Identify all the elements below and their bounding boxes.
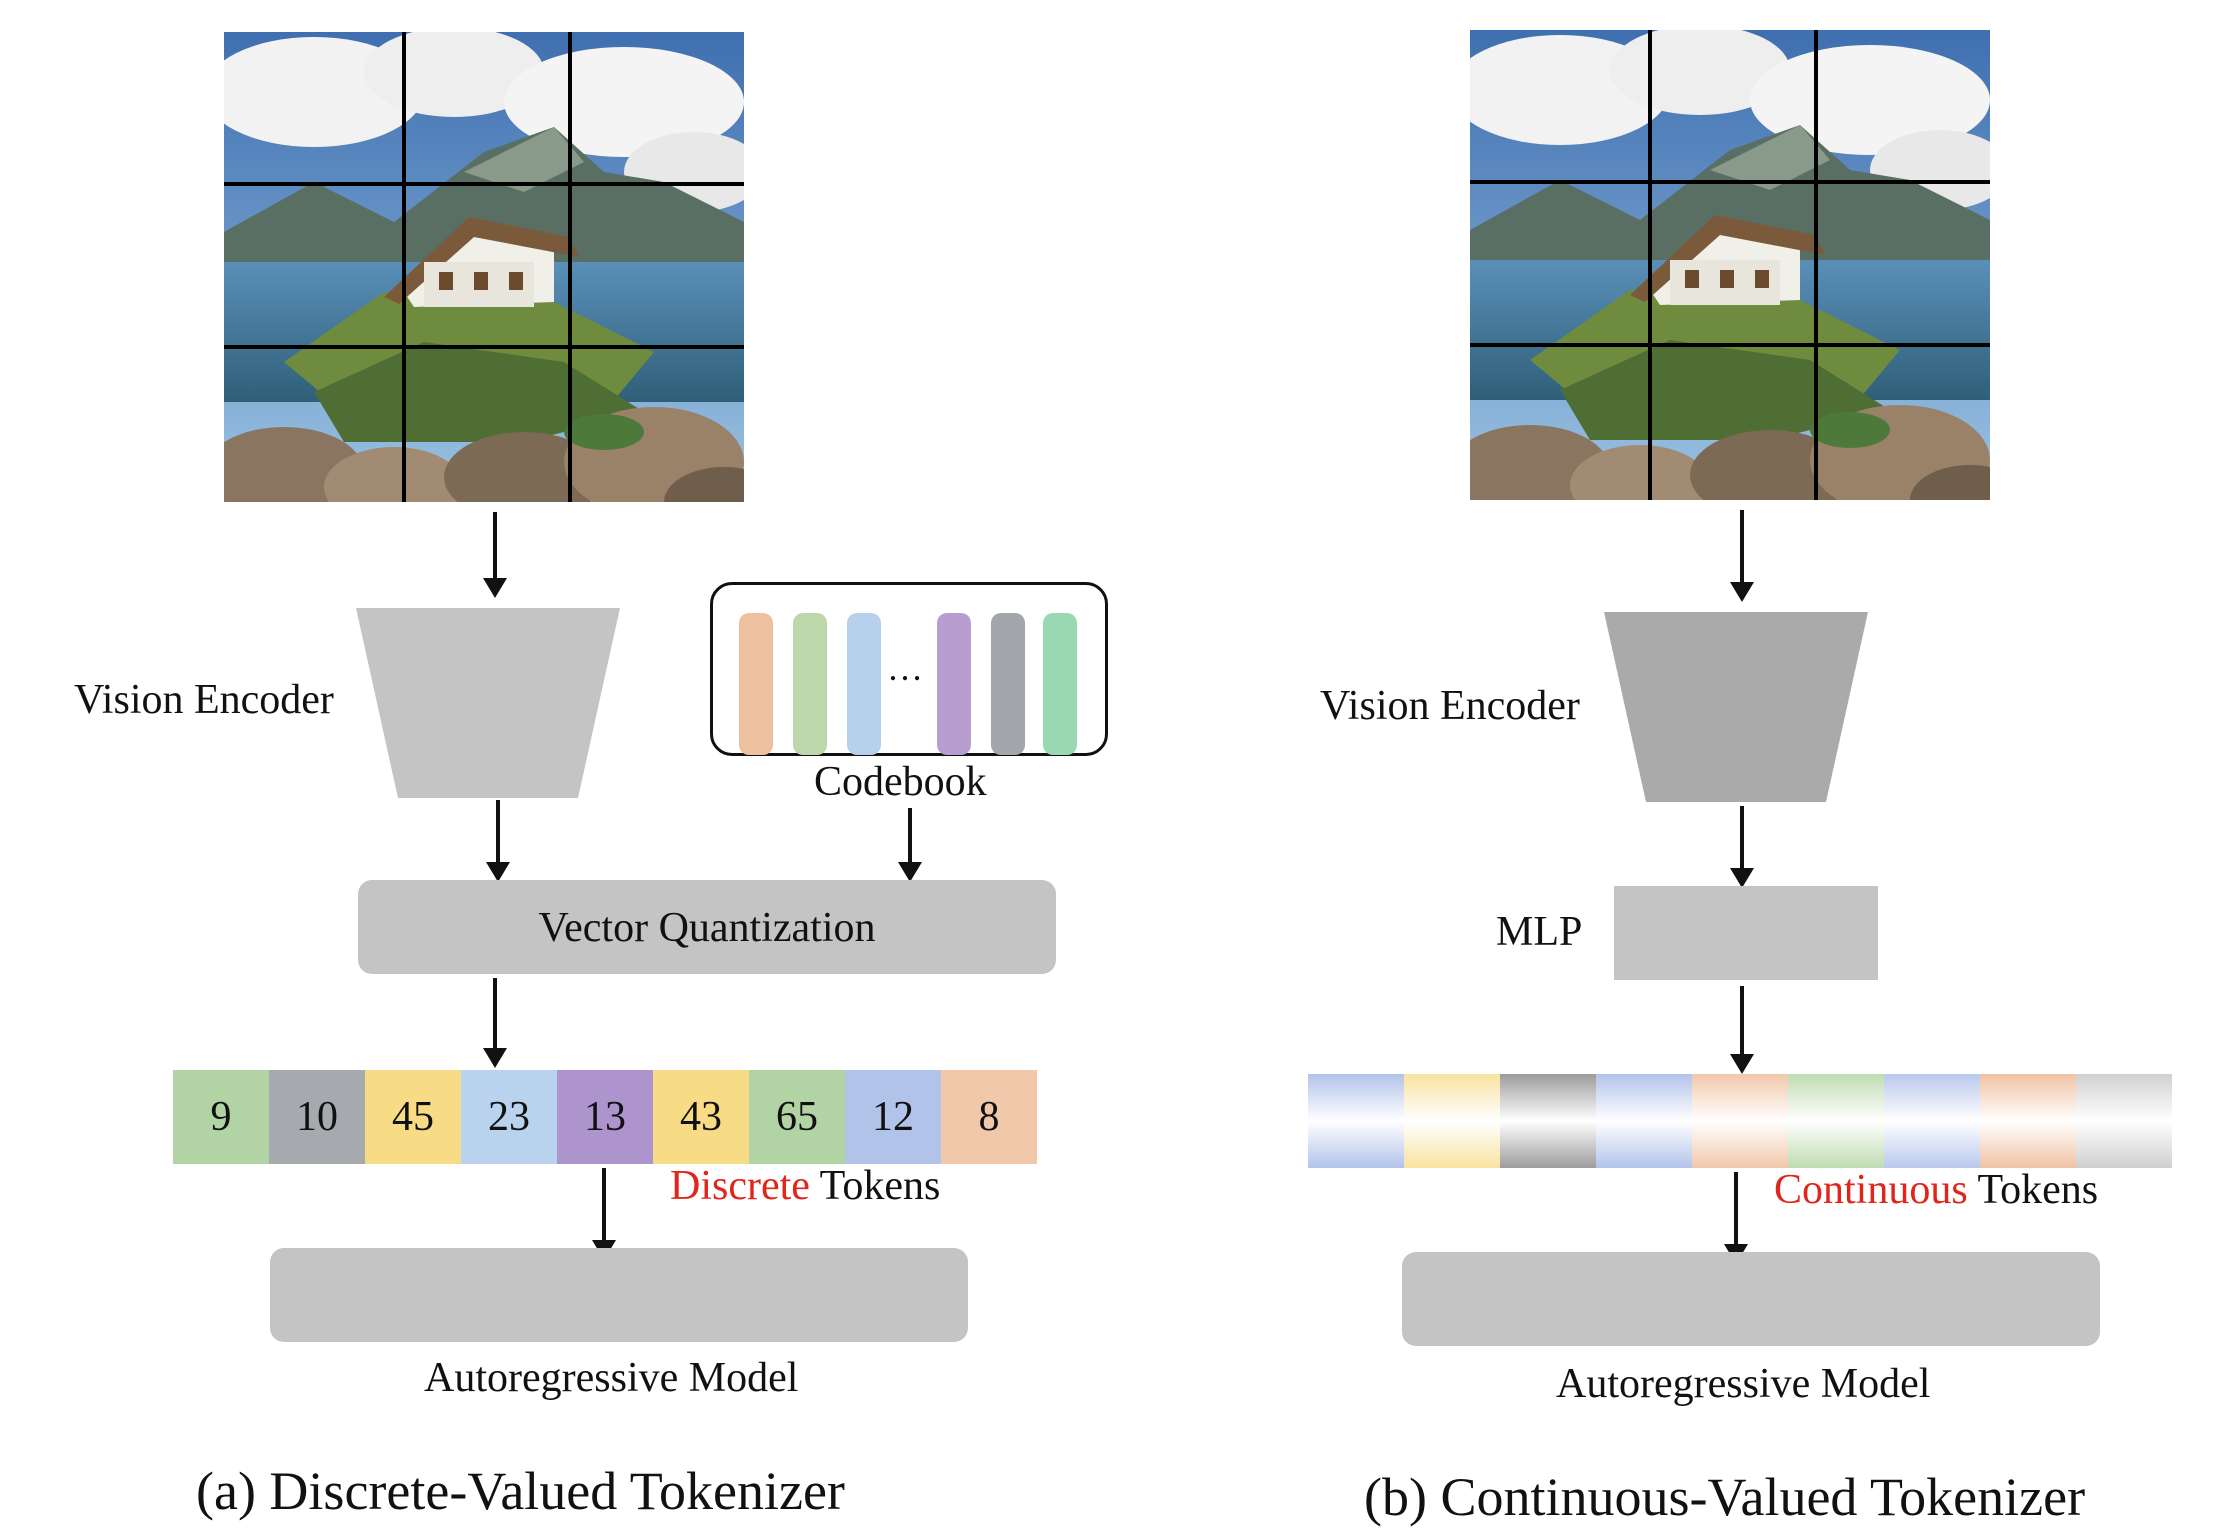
patch-grid-line xyxy=(1648,30,1652,500)
mlp-box xyxy=(1614,886,1878,980)
codebook-entry xyxy=(991,613,1025,755)
codebook-entry xyxy=(1043,613,1077,755)
arrow xyxy=(1724,1172,1748,1264)
vision-encoder-shape xyxy=(356,608,620,798)
tokens-word: Tokens xyxy=(1967,1167,2099,1213)
patch-grid-line xyxy=(402,32,406,502)
discrete-token: 9 xyxy=(173,1070,269,1164)
patch-grid-line xyxy=(1814,30,1818,500)
continuous-tokens-caption: Continuous Tokens xyxy=(1774,1166,2098,1214)
autoregressive-model-box xyxy=(1402,1252,2100,1346)
discrete-word: Discrete xyxy=(670,1163,810,1209)
discrete-token: 43 xyxy=(653,1070,749,1164)
patch-grid-line xyxy=(568,32,572,502)
discrete-token: 65 xyxy=(749,1070,845,1164)
vision-encoder-label: Vision Encoder xyxy=(74,677,334,723)
vision-encoder-shape xyxy=(1604,612,1868,802)
codebook-entry xyxy=(847,613,881,755)
arrow xyxy=(1730,986,1754,1074)
arrow xyxy=(898,808,922,882)
patch-grid-line xyxy=(224,182,744,186)
vector-quantization-box xyxy=(358,880,1056,974)
continuous-token xyxy=(1308,1074,1404,1168)
input-image xyxy=(1470,30,1990,500)
discrete-tokens-caption: Discrete Tokens xyxy=(670,1162,940,1210)
mlp-label: MLP xyxy=(1496,909,1583,955)
codebook-entry xyxy=(739,613,773,755)
codebook: … xyxy=(710,582,1108,756)
panel-b-caption: (b) Continuous-Valued Tokenizer xyxy=(1364,1467,2086,1527)
tokens-word: Tokens xyxy=(809,1163,941,1209)
continuous-token xyxy=(1884,1074,1980,1168)
discrete-token: 23 xyxy=(461,1070,557,1164)
discrete-token: 8 xyxy=(941,1070,1037,1164)
continuous-token xyxy=(1404,1074,1500,1168)
arrow xyxy=(592,1168,616,1260)
patch-grid-line xyxy=(1470,343,1990,347)
arrow xyxy=(1730,510,1754,602)
continuous-token xyxy=(1500,1074,1596,1168)
input-image xyxy=(224,32,744,502)
continuous-token xyxy=(1788,1074,1884,1168)
arrow xyxy=(483,512,507,598)
codebook-entry xyxy=(793,613,827,755)
vision-encoder-label: Vision Encoder xyxy=(1320,683,1580,729)
patch-grid-line xyxy=(1470,180,1990,184)
continuous-token xyxy=(1692,1074,1788,1168)
arrow xyxy=(483,978,507,1068)
discrete-token: 10 xyxy=(269,1070,365,1164)
codebook-entry xyxy=(937,613,971,755)
codebook-ellipsis: … xyxy=(887,648,923,688)
continuous-token xyxy=(2076,1074,2172,1168)
discrete-token: 13 xyxy=(557,1070,653,1164)
arrow xyxy=(1730,806,1754,888)
autoregressive-model-box xyxy=(270,1248,968,1342)
arrow xyxy=(486,800,510,882)
discrete-token: 45 xyxy=(365,1070,461,1164)
autoregressive-model-label: Autoregressive Model xyxy=(1556,1361,1931,1407)
continuous-token xyxy=(1980,1074,2076,1168)
continuous-word: Continuous xyxy=(1774,1167,1968,1213)
autoregressive-model-label: Autoregressive Model xyxy=(424,1355,799,1401)
continuous-token xyxy=(1596,1074,1692,1168)
panel-a-caption: (a) Discrete-Valued Tokenizer xyxy=(196,1461,845,1521)
codebook-label: Codebook xyxy=(814,759,987,805)
vector-quantization-label: Vector Quantization xyxy=(538,905,876,951)
patch-grid-line xyxy=(224,345,744,349)
discrete-token: 12 xyxy=(845,1070,941,1164)
